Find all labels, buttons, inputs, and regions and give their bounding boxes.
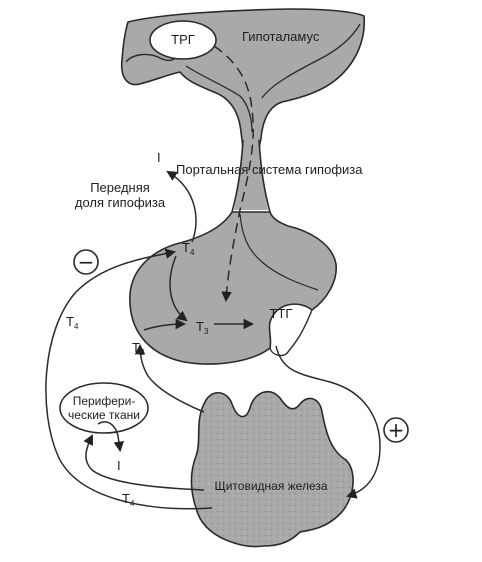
t4-to-i-arrow (166, 170, 197, 243)
stalk-left-edge (231, 139, 244, 213)
hypothalamus-label: Гипоталамус (242, 29, 320, 44)
portal-system-label: Портальная система гипофиза (176, 162, 363, 177)
hypothalamus-inner-curve (185, 65, 253, 133)
iodine-bottom-label: I (117, 458, 121, 473)
t4-feedback-loop (45, 248, 213, 510)
ttg-label: ТТГ (270, 306, 293, 321)
trg-label: ТРГ (171, 32, 195, 47)
stalk-right-edge (258, 139, 271, 213)
stimulation-sign-glyph: + (388, 418, 405, 442)
pituitary-lower-lip (269, 309, 313, 357)
t4-pituitary-label: T4 (182, 240, 195, 257)
t3-left-label: T3 (132, 340, 145, 357)
t4-left-label: T4 (66, 314, 79, 331)
pituitary-stalk (234, 146, 268, 210)
pituitary-gland-shape (129, 211, 337, 365)
pituitary-inner-contour (239, 213, 319, 291)
inhibition-sign (73, 249, 99, 275)
t3-thyroid-to-pituitary (134, 343, 205, 413)
hypothalamus-inner-curve-right (261, 23, 361, 99)
portal-dashed-arrow (213, 45, 254, 303)
iodine-top-label: I (157, 150, 161, 165)
stimulation-sign (383, 417, 409, 443)
trg-node[interactable] (149, 20, 217, 60)
t4-bottom-label: T4 (122, 491, 135, 508)
thyroid-gland-shape (190, 390, 354, 548)
anterior-pituitary-label-line2: доля гипофиза (75, 195, 166, 210)
anterior-pituitary-label-line1: Передняя (90, 180, 150, 195)
peripheral-tissues-node[interactable] (59, 382, 149, 434)
peripheral-tissues-label-line2: ческие ткани (68, 408, 140, 422)
ttg-to-thyroid-arrow (275, 345, 381, 499)
peripheral-tissues-label-line1: Перифери- (73, 394, 136, 408)
thyroid-label: Щитовидная железа (214, 479, 327, 493)
t3-pituitary-label: T3 (196, 319, 209, 336)
inhibition-sign-glyph: − (78, 250, 95, 274)
peripheral-to-i-arrow (97, 421, 125, 453)
thyroid-to-peripheral-arrow (83, 434, 205, 491)
t3-entry-arrow (143, 318, 187, 331)
t4-to-t3-arrow (169, 255, 188, 322)
